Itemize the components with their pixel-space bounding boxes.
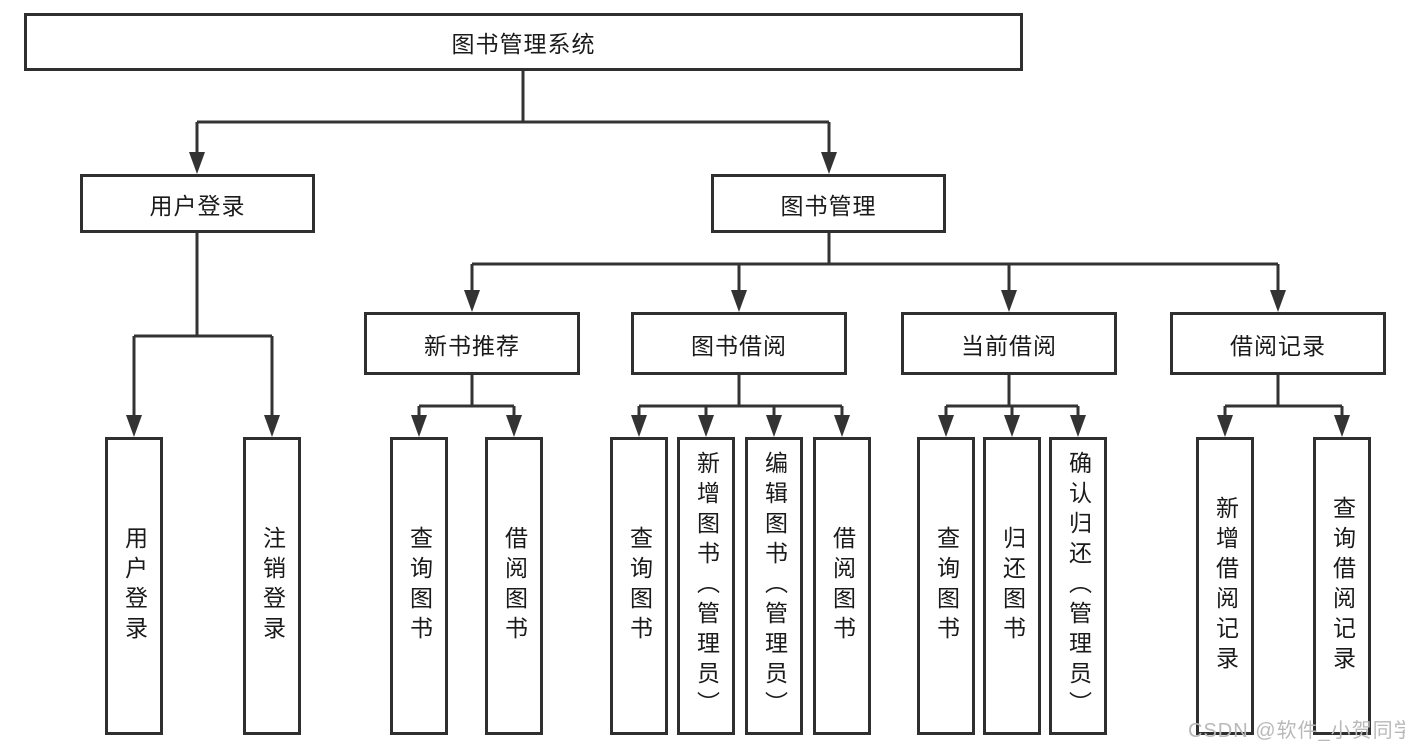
leaf-edit-book-admin: 编辑图书（管理员） <box>745 437 803 735</box>
leaf-logout-label: 注销登录 <box>259 526 286 646</box>
node-new-book-recommend: 新书推荐 <box>364 312 580 375</box>
leaf-add-borrow-record: 新增借阅记录 <box>1196 437 1254 735</box>
leaf-add-borrow-record-label: 新增借阅记录 <box>1212 496 1239 676</box>
node-user-login-label: 用户登录 <box>149 192 246 219</box>
leaf-query-books-recommend: 查询图书 <box>390 437 448 735</box>
leaf-query-borrow-record-label: 查询借阅记录 <box>1329 496 1356 676</box>
leaf-borrow-books-borrowing: 借阅图书 <box>813 437 871 735</box>
leaf-query-books-borrowing-label: 查询图书 <box>626 526 653 646</box>
leaf-borrow-books-recommend: 借阅图书 <box>485 437 543 735</box>
leaf-return-book-label: 归还图书 <box>999 526 1026 646</box>
leaf-confirm-return-admin: 确认归还（管理员） <box>1049 437 1107 735</box>
leaf-user-login-label: 用户登录 <box>121 526 148 646</box>
leaf-edit-book-admin-label: 编辑图书（管理员） <box>761 451 788 721</box>
node-current-borrowing: 当前借阅 <box>901 312 1117 375</box>
node-book-management-label: 图书管理 <box>780 192 877 219</box>
leaf-query-borrow-record: 查询借阅记录 <box>1313 437 1371 735</box>
leaf-borrow-books-recommend-label: 借阅图书 <box>501 526 528 646</box>
leaf-return-book: 归还图书 <box>983 437 1041 735</box>
leaf-user-login: 用户登录 <box>105 437 163 735</box>
leaf-query-books-current: 查询图书 <box>917 437 975 735</box>
node-borrow-records-label: 借阅记录 <box>1230 332 1326 359</box>
tree-edges <box>132 69 1344 418</box>
leaf-query-books-recommend-label: 查询图书 <box>406 526 433 646</box>
node-user-login: 用户登录 <box>80 174 315 233</box>
node-current-borrowing-label: 当前借阅 <box>961 332 1057 359</box>
node-new-book-recommend-label: 新书推荐 <box>424 332 520 359</box>
node-borrow-records: 借阅记录 <box>1170 312 1386 375</box>
csdn-watermark: CSDN @软件_小贺同学 <box>1188 720 1405 742</box>
node-book-management: 图书管理 <box>711 174 946 233</box>
node-library-system-label: 图书管理系统 <box>451 31 596 57</box>
leaf-confirm-return-admin-label: 确认归还（管理员） <box>1065 451 1092 721</box>
arrowheads <box>126 152 1350 437</box>
leaf-query-books-borrowing: 查询图书 <box>610 437 668 735</box>
leaf-borrow-books-borrowing-label: 借阅图书 <box>829 526 856 646</box>
leaf-add-book-admin-label: 新增图书（管理员） <box>693 451 720 721</box>
node-book-borrowing-label: 图书借阅 <box>691 332 787 359</box>
leaf-query-books-current-label: 查询图书 <box>933 526 960 646</box>
leaf-logout: 注销登录 <box>243 437 301 735</box>
node-book-borrowing: 图书借阅 <box>631 312 847 375</box>
leaf-add-book-admin: 新增图书（管理员） <box>677 437 735 735</box>
node-library-system: 图书管理系统 <box>24 13 1023 71</box>
